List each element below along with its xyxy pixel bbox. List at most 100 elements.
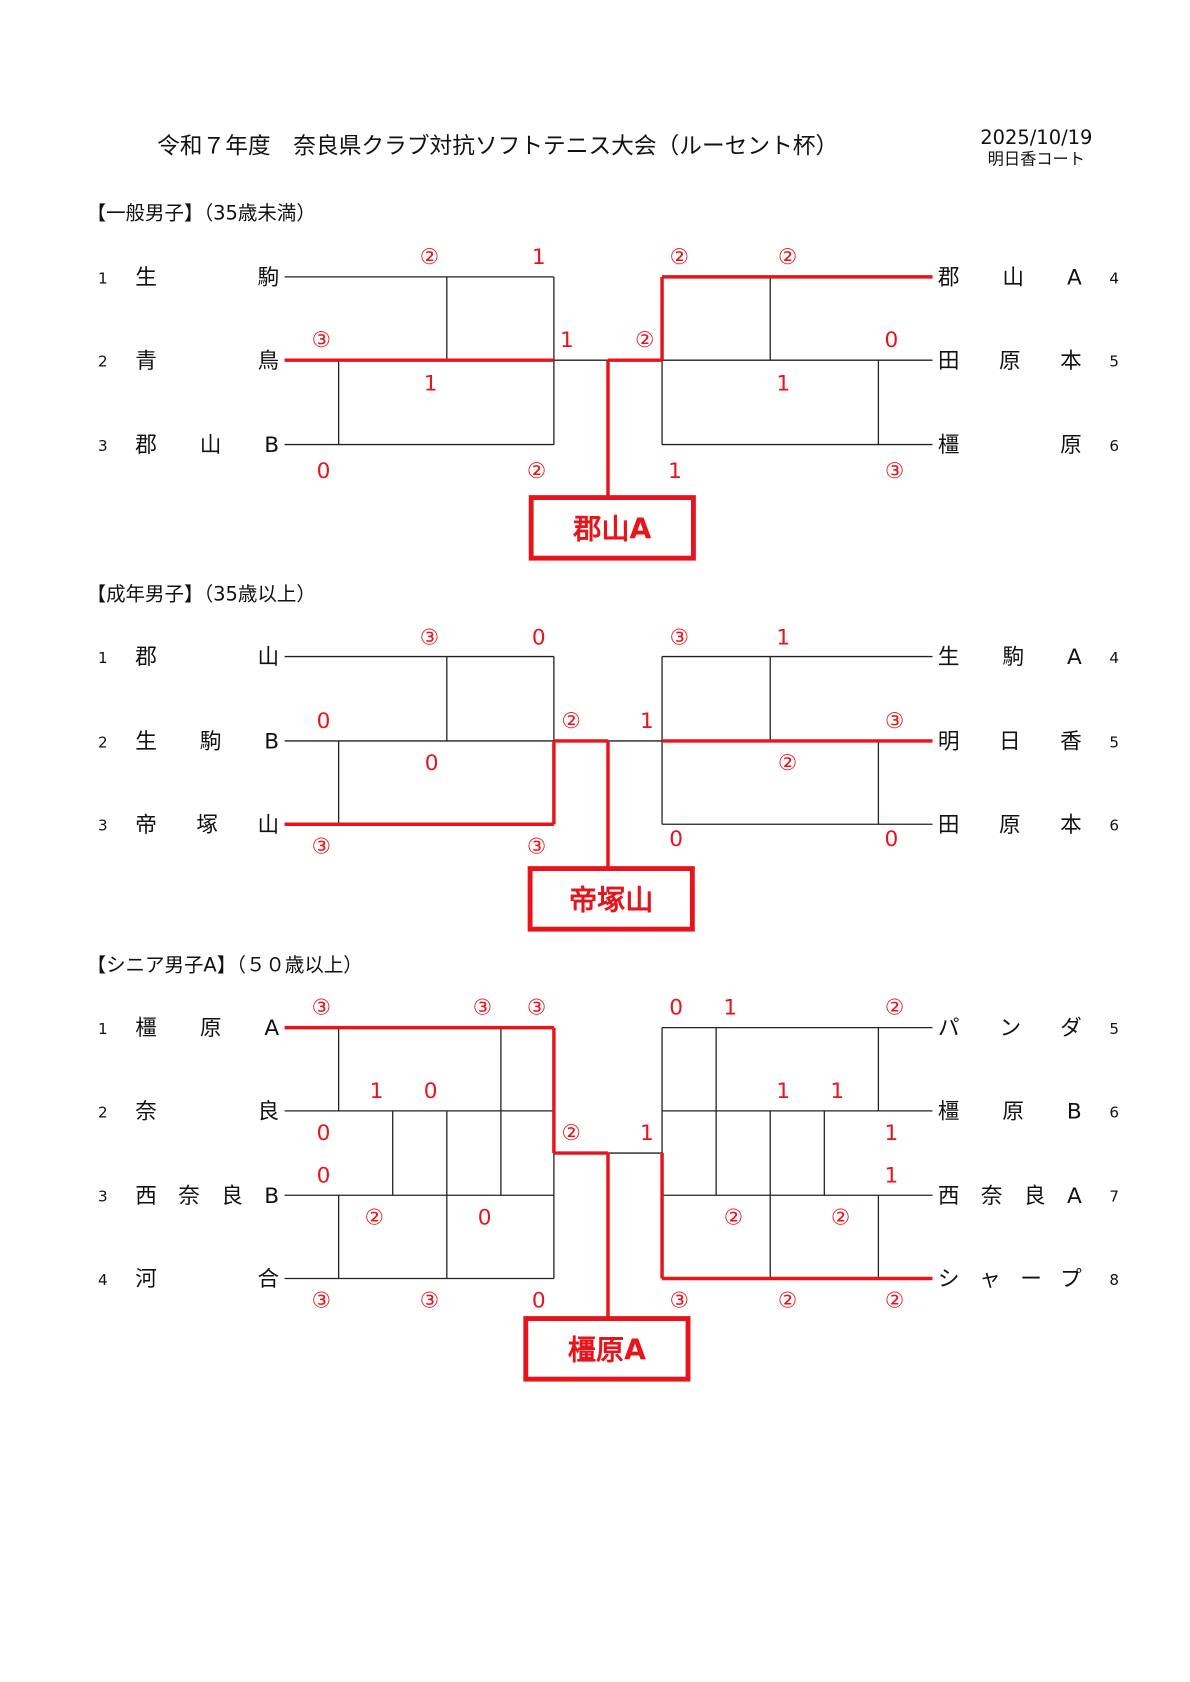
match-score: ②	[778, 751, 797, 776]
match-score: ③	[312, 834, 331, 859]
team-name: 郡山A	[938, 265, 1082, 290]
seed-number: 6	[1109, 1103, 1119, 1121]
team-name: パンダ	[938, 1016, 1082, 1041]
match-score: 0	[425, 751, 439, 776]
section-heading: 【一般男子】（35歳未満）	[87, 202, 316, 225]
team-name: 西奈良B	[135, 1184, 279, 1209]
match-score: ③	[420, 1289, 439, 1314]
team-name: 青鳥	[135, 349, 279, 374]
match-score: ②	[365, 1205, 384, 1230]
seed-number: 5	[1109, 1020, 1119, 1038]
match-score: ③	[420, 626, 439, 651]
seed-number: 5	[1109, 733, 1119, 751]
event-venue: 明日香コート	[988, 149, 1085, 168]
match-score: 0	[478, 1205, 492, 1230]
seed-number: 4	[1109, 649, 1119, 667]
match-score: ②	[885, 1289, 904, 1314]
event-date: 2025/10/19	[980, 126, 1092, 149]
match-score: ②	[562, 709, 581, 734]
match-score: 0	[317, 1163, 331, 1188]
seed-number: 8	[1109, 1271, 1119, 1289]
match-score: 1	[370, 1079, 384, 1104]
match-score: ②	[885, 996, 904, 1021]
match-score: ②	[724, 1205, 743, 1230]
match-score: 1	[723, 996, 737, 1021]
page-title: 令和７年度 奈良県クラブ対抗ソフトテニス大会（ルーセント杯）	[157, 134, 838, 160]
match-score: 1	[668, 459, 682, 484]
team-name: 橿原B	[938, 1099, 1082, 1124]
match-score: 0	[532, 626, 546, 651]
winner-name: 郡山A	[572, 513, 651, 546]
match-score: ②	[562, 1121, 581, 1146]
seed-number: 7	[1109, 1188, 1119, 1206]
match-score: ③	[527, 996, 546, 1021]
team-name: シャープ	[938, 1267, 1082, 1292]
match-score: ③	[527, 834, 546, 859]
seed-number: 2	[98, 733, 108, 751]
team-name: 田原本	[938, 349, 1082, 374]
team-name: 河合	[135, 1267, 279, 1292]
match-score: 1	[424, 371, 438, 396]
match-score: 0	[884, 328, 898, 353]
team-name: 生駒	[135, 265, 279, 290]
seed-number: 1	[98, 269, 108, 287]
seed-number: 3	[98, 1188, 108, 1206]
seed-number: 5	[1109, 353, 1119, 371]
match-score: ③	[312, 328, 331, 353]
match-score: ②	[527, 459, 546, 484]
team-name: 奈良	[135, 1099, 279, 1124]
team-name: 郡山B	[135, 433, 279, 458]
winner-name: 橿原A	[568, 1334, 646, 1367]
seed-number: 2	[98, 353, 108, 371]
match-score: ③	[885, 459, 904, 484]
match-score: 0	[317, 709, 331, 734]
match-score: ③	[670, 1289, 689, 1314]
match-score: ②	[670, 245, 689, 270]
match-score: 1	[884, 1163, 898, 1188]
seed-number: 4	[1109, 269, 1119, 287]
match-score: 1	[830, 1079, 844, 1104]
team-name: 生駒B	[135, 730, 279, 755]
match-score: ②	[831, 1205, 850, 1230]
team-name: 橿原	[938, 433, 1082, 458]
team-name: 郡山	[135, 645, 279, 670]
match-score: 1	[884, 1121, 898, 1146]
seed-number: 1	[98, 649, 108, 667]
seed-number: 1	[98, 1020, 108, 1038]
match-score: 1	[640, 1121, 654, 1146]
match-score: 1	[776, 1079, 790, 1104]
match-score: ②	[635, 328, 654, 353]
match-score: 1	[776, 626, 790, 651]
seed-number: 6	[1109, 437, 1119, 455]
match-score: 1	[776, 371, 790, 396]
winner-box	[523, 1316, 691, 1382]
winner-box	[527, 866, 695, 932]
match-score: 1	[560, 328, 574, 353]
seed-number: 4	[98, 1271, 108, 1289]
winner-name: 帝塚山	[569, 884, 653, 917]
team-name: 明日香	[938, 730, 1082, 755]
seed-number: 3	[98, 437, 108, 455]
match-score: 0	[884, 827, 898, 852]
match-score: 0	[532, 1289, 546, 1314]
match-score: 1	[532, 245, 546, 270]
seed-number: 2	[98, 1103, 108, 1121]
match-score: ②	[420, 245, 439, 270]
match-score: 0	[669, 827, 683, 852]
match-score: ②	[778, 1289, 797, 1314]
winner-box	[528, 495, 696, 561]
match-score: 0	[317, 459, 331, 484]
bracket-section: 【一般男子】（35歳未満） 1 生駒 2 青鳥 3 郡山B 4 郡山A 5 田原本 6 橿原 ② 1 ② ② ③ 1…	[87, 202, 1119, 561]
match-score: 0	[424, 1079, 438, 1104]
team-name: 橿原A	[135, 1016, 279, 1041]
bracket-section: 【シニア男子A】（５０歳以上） 1 橿原A 2 奈良 3 西奈良B 4 河合 5 パンダ 6 橿原B 7 西…	[87, 953, 1119, 1382]
match-score: 0	[317, 1121, 331, 1146]
match-score: ③	[312, 1289, 331, 1314]
match-score: ②	[778, 245, 797, 270]
section-heading: 【シニア男子A】（５０歳以上）	[87, 953, 363, 976]
team-name: 西奈良A	[938, 1184, 1082, 1209]
seed-number: 6	[1109, 817, 1119, 835]
match-score: 1	[640, 709, 654, 734]
